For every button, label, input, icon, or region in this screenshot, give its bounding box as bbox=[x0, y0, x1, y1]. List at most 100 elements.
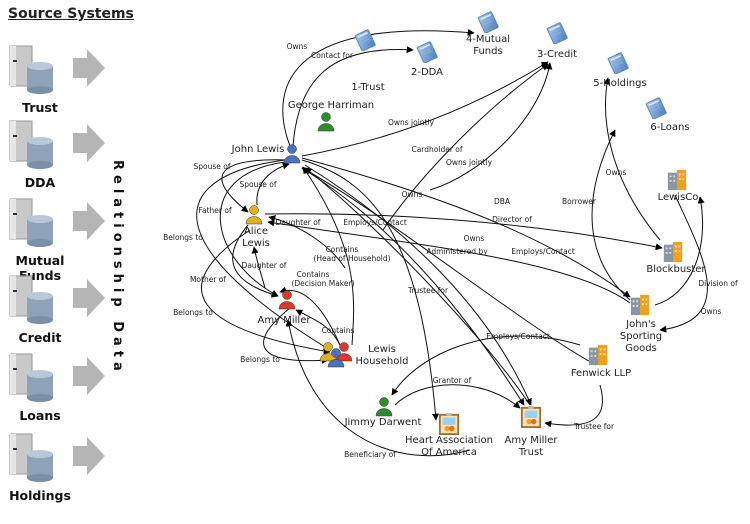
node-label: 1-Trust bbox=[351, 82, 384, 93]
edge-label: Employs/Contact bbox=[486, 332, 550, 341]
node-dda[interactable]: 2-DDA bbox=[411, 41, 443, 78]
edge bbox=[219, 161, 286, 297]
node-label: Amy Miller bbox=[258, 315, 312, 326]
edge-label: Administered by bbox=[426, 247, 488, 256]
edge-label: Grantor of bbox=[433, 376, 472, 385]
relationship-data-label: Relationship Data bbox=[110, 160, 125, 376]
building-icon bbox=[667, 169, 687, 191]
server-database-icon bbox=[9, 353, 53, 402]
edge-label: Belongs to bbox=[163, 233, 203, 242]
edge-label: Division of bbox=[698, 279, 738, 288]
node-lewisco[interactable]: LewisCo bbox=[658, 169, 699, 203]
edge bbox=[302, 166, 355, 346]
account-book-icon bbox=[607, 52, 629, 74]
group-icon bbox=[319, 342, 353, 368]
source-system-label: Credit bbox=[18, 330, 62, 345]
edge-label: Trustee for bbox=[573, 422, 615, 431]
right-arrow-icon bbox=[73, 49, 105, 87]
node-label: John's bbox=[625, 319, 656, 330]
right-arrow-icon bbox=[73, 279, 105, 317]
edge bbox=[304, 169, 525, 406]
node-label: Fenwick LLP bbox=[571, 368, 631, 379]
edge bbox=[251, 246, 266, 289]
edge-label: Borrower bbox=[562, 197, 597, 206]
edge-label: Contact for bbox=[311, 51, 354, 60]
edge-label: Owns bbox=[701, 307, 722, 316]
node-label: Amy Miller bbox=[505, 435, 559, 446]
edge bbox=[603, 77, 661, 241]
edge bbox=[544, 384, 604, 428]
right-arrow-icon bbox=[73, 124, 105, 162]
person-icon bbox=[283, 144, 301, 164]
node-credit[interactable]: 3-Credit bbox=[537, 22, 577, 60]
edge bbox=[382, 63, 549, 231]
edge bbox=[301, 61, 549, 157]
edge-label: Daughter of bbox=[276, 218, 321, 227]
edge bbox=[394, 384, 521, 409]
node-holdings[interactable]: 5-Holdings bbox=[593, 52, 647, 89]
edge-label: Owns bbox=[606, 168, 627, 177]
node-label: Heart Association bbox=[405, 435, 493, 446]
edge bbox=[256, 162, 290, 206]
edge-label: Employs/Contact bbox=[511, 247, 575, 256]
node-loans[interactable]: 6-Loans bbox=[645, 97, 690, 133]
edge-label: Director of bbox=[492, 215, 532, 224]
edge bbox=[591, 129, 631, 301]
edge-label: Contains bbox=[297, 270, 330, 279]
edge-label: Belongs to bbox=[240, 355, 280, 364]
node-label: Sporting bbox=[620, 331, 662, 342]
edge bbox=[263, 307, 329, 364]
edge-label: Owns jointly bbox=[446, 158, 493, 167]
edge-label: Spouse of bbox=[240, 180, 277, 189]
edge bbox=[304, 164, 532, 406]
edge bbox=[301, 159, 439, 421]
node-label: Goods bbox=[625, 343, 657, 354]
edge bbox=[301, 157, 631, 298]
certificate-icon bbox=[520, 406, 542, 428]
server-database-icon bbox=[9, 198, 53, 247]
node-label: 2-DDA bbox=[411, 67, 443, 78]
edge bbox=[391, 335, 581, 396]
server-database-icon bbox=[9, 433, 53, 482]
node-john[interactable]: John Lewis bbox=[231, 144, 301, 164]
node-george[interactable]: George Harriman bbox=[288, 100, 374, 132]
right-arrow-icon bbox=[73, 357, 105, 395]
node-label: John Lewis bbox=[231, 144, 285, 155]
node-label: 4-Mutual bbox=[466, 34, 510, 45]
node-label: Household bbox=[356, 356, 409, 367]
node-label: Jimmy Darwent bbox=[344, 417, 422, 428]
source-system-loans: Loans bbox=[0, 350, 110, 428]
account-book-icon bbox=[354, 29, 376, 51]
edge-label: Cardholder of bbox=[411, 145, 462, 154]
server-database-icon bbox=[9, 45, 53, 94]
certificate-icon bbox=[438, 413, 460, 435]
edge bbox=[301, 167, 597, 366]
node-label: 5-Holdings bbox=[593, 78, 646, 89]
node-amy[interactable]: Amy Miller bbox=[258, 290, 312, 327]
node-trust[interactable]: 1-Trust bbox=[351, 29, 385, 93]
edge bbox=[221, 159, 289, 213]
node-blockbuster[interactable]: Blockbuster bbox=[646, 241, 706, 275]
edge bbox=[282, 28, 475, 147]
node-label: George Harriman bbox=[288, 100, 374, 111]
node-label: LewisCo bbox=[658, 192, 699, 203]
edge bbox=[429, 62, 553, 191]
node-jimmy[interactable]: Jimmy Darwent bbox=[344, 397, 422, 429]
account-book-icon bbox=[477, 11, 499, 33]
node-fenwick[interactable]: Fenwick LLP bbox=[571, 344, 631, 379]
node-label: Blockbuster bbox=[646, 264, 706, 275]
edge bbox=[304, 167, 531, 406]
server-database-icon bbox=[9, 120, 53, 169]
person-icon bbox=[245, 205, 263, 225]
source-system-dda: DDA bbox=[0, 117, 110, 195]
person-icon bbox=[278, 290, 296, 310]
edge bbox=[264, 213, 663, 251]
